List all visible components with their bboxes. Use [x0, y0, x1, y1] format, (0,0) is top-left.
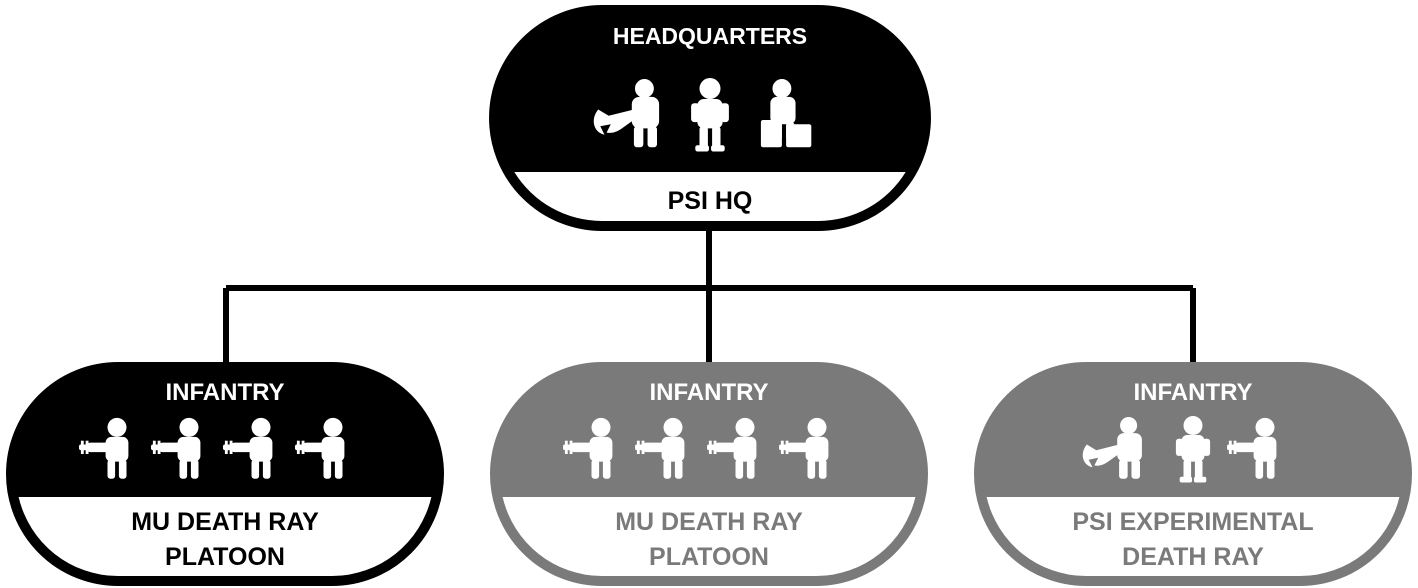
name-line: PSI EXPERIMENTAL: [1072, 508, 1313, 536]
connector-lines: [223, 228, 1196, 368]
platoon-name-label: MU DEATH RAY PLATOON: [615, 508, 803, 571]
name-line: PLATOON: [165, 543, 285, 571]
name-line: MU DEATH RAY: [131, 508, 319, 536]
name-line: PSI HQ: [668, 187, 753, 215]
platoon-name-panel: [18, 497, 432, 576]
platoon-name-panel: [986, 497, 1400, 576]
platoon-node-2: INFANTRY MU DEATH RAY PLATOON: [490, 362, 928, 586]
hq-name-label: PSI HQ: [668, 187, 753, 215]
hq-type-label: HEADQUARTERS: [613, 23, 807, 49]
platoon-name-panel: [502, 497, 916, 576]
hq-node: HEADQUARTERS PSI HQ: [489, 5, 931, 231]
platoon-node-1: INFANTRY MU DEATH RAY PLATOON: [6, 362, 444, 586]
platoon-type-label: INFANTRY: [165, 379, 284, 406]
name-line: PLATOON: [649, 543, 769, 571]
name-line: DEATH RAY: [1122, 543, 1264, 571]
platoon-node-3: INFANTRY PSI EXPERIMENTAL DEATH RAY: [974, 362, 1412, 586]
platoon-name-label: PSI EXPERIMENTAL DEATH RAY: [1072, 508, 1313, 571]
hq-name-panel: [514, 172, 906, 221]
platoon-type-label: INFANTRY: [1133, 379, 1252, 406]
name-line: MU DEATH RAY: [615, 508, 803, 536]
platoon-type-label: INFANTRY: [649, 379, 768, 406]
platoon-name-label: MU DEATH RAY PLATOON: [131, 508, 319, 571]
